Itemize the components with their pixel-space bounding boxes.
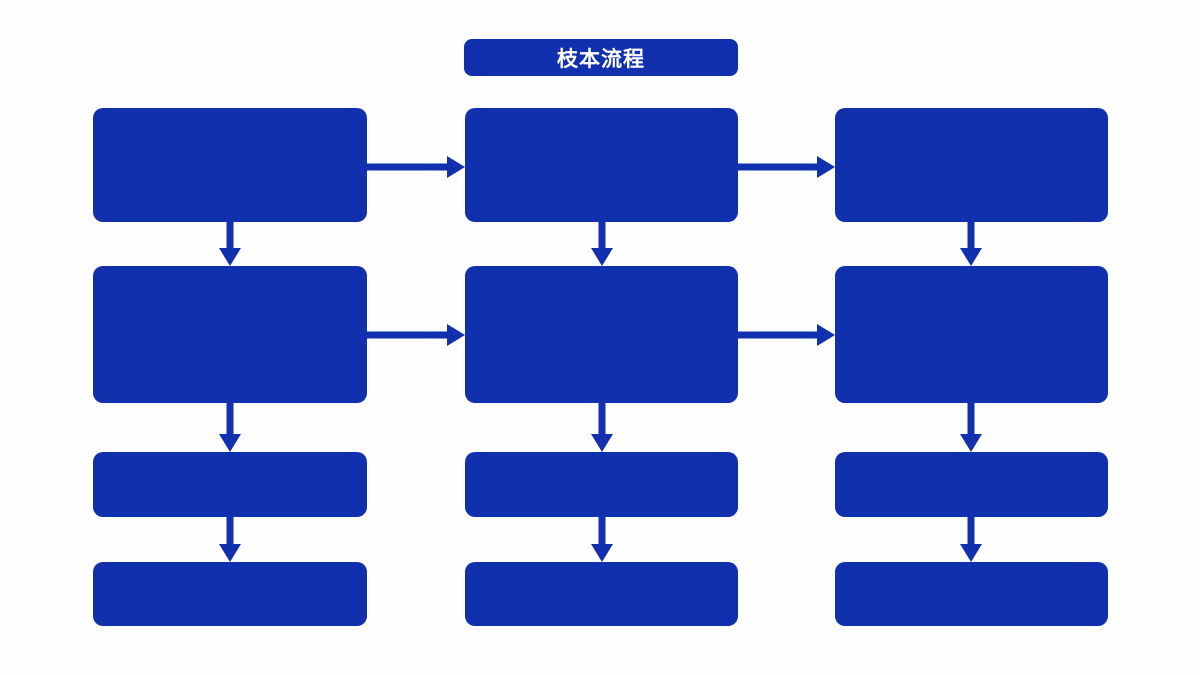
- flowchart-node[interactable]: [93, 108, 367, 222]
- connector-arrowhead-down: [960, 434, 982, 452]
- connector-arrowhead-down: [219, 434, 241, 452]
- connector-arrowhead-down: [591, 434, 613, 452]
- connector-shaft-vertical: [226, 222, 234, 248]
- flowchart-node[interactable]: [93, 266, 367, 403]
- connector-arrowhead-right: [447, 324, 465, 346]
- flowchart-node[interactable]: [93, 562, 367, 626]
- flowchart-node-label: [93, 562, 367, 626]
- connector-shaft-vertical: [967, 222, 975, 248]
- connector-shaft-vertical: [967, 403, 975, 434]
- connector-arrowhead-down: [591, 544, 613, 562]
- connector-arrowhead-down: [960, 248, 982, 266]
- flowchart-node-label: [465, 108, 738, 222]
- flowchart-node-label: [835, 452, 1108, 517]
- flowchart-node-label: [93, 452, 367, 517]
- flowchart-node-label: [835, 266, 1108, 403]
- connector-arrowhead-right: [817, 324, 835, 346]
- flowchart-node-label: [465, 266, 738, 403]
- flowchart-node[interactable]: [835, 452, 1108, 517]
- flowchart-node-label: [93, 266, 367, 403]
- flowchart-node[interactable]: [835, 108, 1108, 222]
- flowchart-node-label: [93, 108, 367, 222]
- connector-arrowhead-down: [591, 248, 613, 266]
- flowchart-node[interactable]: [465, 108, 738, 222]
- connector-arrowhead-right: [447, 156, 465, 178]
- flowchart-node[interactable]: [835, 266, 1108, 403]
- connector-shaft-vertical: [967, 517, 975, 544]
- flowchart-node[interactable]: [465, 562, 738, 626]
- connector-arrowhead-down: [960, 544, 982, 562]
- connector-shaft-vertical: [598, 403, 606, 434]
- connector-shaft-vertical: [598, 517, 606, 544]
- connector-shaft-vertical: [226, 517, 234, 544]
- connector-shaft-vertical: [226, 403, 234, 434]
- flowchart-node[interactable]: [465, 266, 738, 403]
- flowchart-node[interactable]: [93, 452, 367, 517]
- flowchart-node-label: [835, 562, 1108, 626]
- connector-arrowhead-right: [817, 156, 835, 178]
- connector-shaft-horizontal: [367, 163, 447, 171]
- flowchart-node[interactable]: [465, 452, 738, 517]
- connector-shaft-vertical: [598, 222, 606, 248]
- flowchart-node-label: [465, 562, 738, 626]
- connector-shaft-horizontal: [738, 163, 817, 171]
- flowchart-node[interactable]: [835, 562, 1108, 626]
- connector-shaft-horizontal: [738, 331, 817, 339]
- flowchart-title-badge: 枝本流程: [464, 39, 738, 76]
- connector-arrowhead-down: [219, 248, 241, 266]
- connector-arrowhead-down: [219, 544, 241, 562]
- flowchart-node-label: [465, 452, 738, 517]
- flowchart-node-label: [835, 108, 1108, 222]
- flowchart-title-text: 枝本流程: [557, 46, 645, 71]
- connector-shaft-horizontal: [367, 331, 447, 339]
